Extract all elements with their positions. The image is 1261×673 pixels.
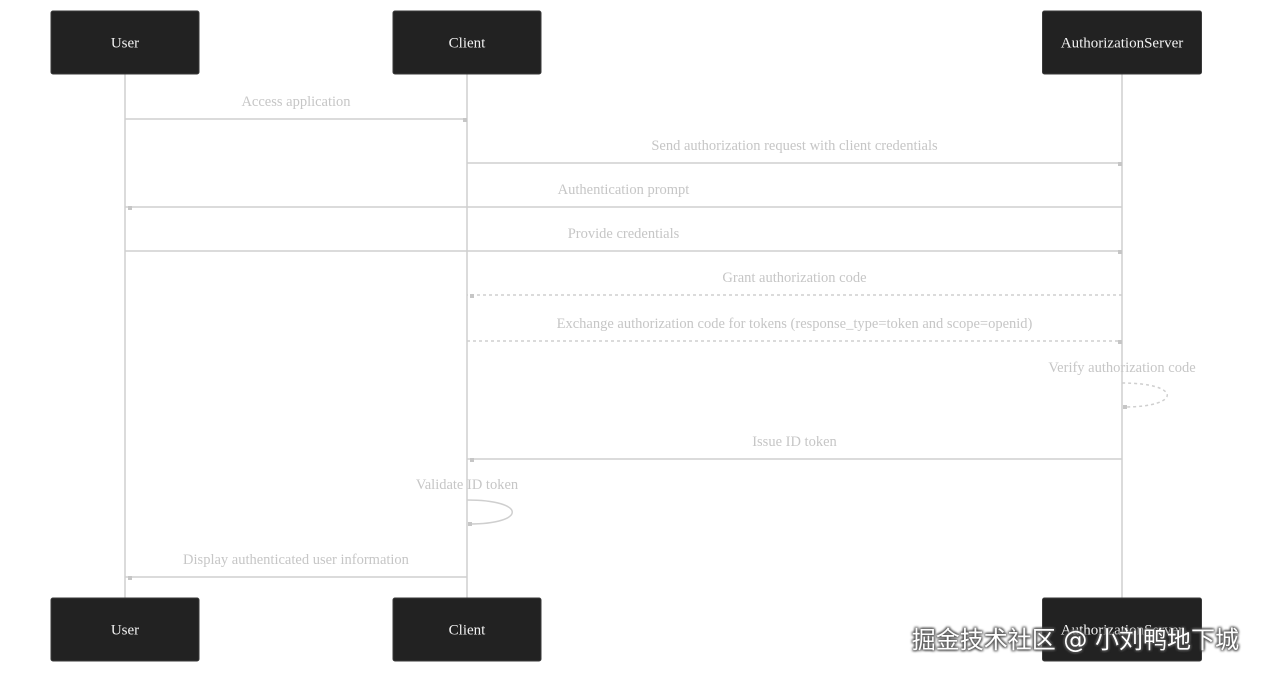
- arrow-head-4: [1118, 250, 1122, 254]
- arrow-head-10: [128, 576, 132, 580]
- message-label-2: Send authorization request with client c…: [651, 138, 938, 154]
- message-label-4: Provide credentials: [568, 226, 680, 242]
- actor-box-client-top: [392, 10, 542, 75]
- arrow-head-5: [470, 294, 474, 298]
- message-label-3: Authentication prompt: [558, 182, 690, 198]
- message-label-6: Exchange authorization code for tokens (…: [557, 316, 1033, 332]
- actor-box-user-bottom: [50, 597, 200, 662]
- arrow-head-2: [1118, 162, 1122, 166]
- message-label-8: Issue ID token: [752, 434, 837, 450]
- actor-box-user-top: [50, 10, 200, 75]
- arrow-head-8: [470, 458, 474, 462]
- message-label-10: Display authenticated user information: [183, 552, 410, 568]
- actor-label-user-top: User: [111, 36, 139, 52]
- arrow-head-1: [463, 118, 467, 122]
- message-line-9: [466, 499, 513, 525]
- arrow-head-6: [1118, 340, 1122, 344]
- message-label-5: Grant authorization code: [722, 270, 866, 286]
- message-line-7: [1121, 382, 1168, 408]
- actor-label-client-top: Client: [449, 36, 486, 52]
- message-label-7: Verify authorization code: [1048, 360, 1195, 376]
- actor-box-authserver-bottom: [1042, 597, 1202, 662]
- actor-box-client-bottom: [392, 597, 542, 662]
- actor-box-authserver-top: [1042, 10, 1202, 75]
- actor-label-user-bottom: User: [111, 623, 139, 639]
- message-label-1: Access application: [241, 94, 351, 110]
- arrow-head-9: [468, 522, 472, 526]
- watermark: 掘金技术社区 @ 小刘鸭地下城: [911, 626, 1239, 654]
- actor-label-authserver-top: AuthorizationServer: [1061, 36, 1183, 52]
- actor-label-client-bottom: Client: [449, 623, 486, 639]
- actor-label-authserver-bottom: AuthorizationServer: [1061, 623, 1183, 639]
- arrow-head-7: [1123, 405, 1127, 409]
- message-label-9: Validate ID token: [416, 477, 519, 493]
- arrow-head-3: [128, 206, 132, 210]
